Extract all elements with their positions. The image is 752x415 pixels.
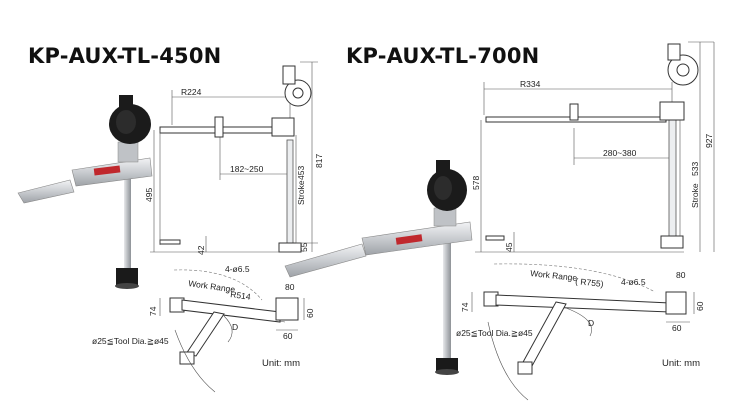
width-side-label-450n: 60 bbox=[305, 308, 315, 318]
stroke-value-700n: 533 bbox=[690, 162, 700, 176]
total-height-700n: 927 bbox=[704, 134, 714, 148]
reach-label-700n: R334 bbox=[520, 79, 541, 89]
arc-label-450n: D bbox=[232, 322, 238, 332]
stroke-label-450n: Stroke bbox=[296, 180, 306, 205]
total-height-450n: 817 bbox=[314, 154, 324, 168]
top-view-700n bbox=[471, 263, 695, 401]
bottom-offset-700n: 45 bbox=[504, 242, 514, 252]
side-view-700n bbox=[475, 41, 715, 253]
tool-dia-label-700n: ø25≦Tool Dia.≧ø45 bbox=[456, 328, 533, 338]
reach-label-450n: R224 bbox=[181, 87, 202, 97]
unit-label-450n: Unit: mm bbox=[262, 358, 300, 369]
side-view-450n bbox=[150, 61, 318, 253]
stroke-value-450n: 453 bbox=[296, 166, 306, 180]
product-title-700n: KP-AUX-TL-700N bbox=[346, 44, 540, 68]
tool-height-700n: 578 bbox=[471, 176, 481, 190]
product-photo-700n bbox=[284, 160, 473, 375]
base-height-450n: 55 bbox=[299, 242, 309, 252]
width-side-label-700n: 60 bbox=[695, 301, 705, 311]
stroke-label-700n: Stroke bbox=[690, 183, 700, 208]
tool-height-450n: 495 bbox=[144, 188, 154, 202]
work-range-label-700n: Work Range bbox=[530, 268, 578, 283]
work-range-label-450n: Work Range bbox=[188, 278, 236, 294]
unit-label-700n: Unit: mm bbox=[662, 358, 700, 369]
range-label-700n: 280~380 bbox=[603, 148, 637, 158]
square-label-450n: 80 bbox=[285, 282, 295, 292]
offset-label-700n: 74 bbox=[460, 302, 470, 312]
holes-label-700n: 4-ø6.5 bbox=[621, 277, 646, 287]
range-label-450n: 182~250 bbox=[230, 164, 264, 174]
product-title-450n: KP-AUX-TL-450N bbox=[28, 44, 222, 68]
work-range-value-450n: R514 bbox=[230, 289, 252, 302]
work-range-value-700n: ( R755) bbox=[575, 276, 604, 289]
offset-label-450n: 74 bbox=[148, 306, 158, 316]
holes-label-450n: 4-ø6.5 bbox=[225, 264, 250, 274]
arc-label-700n: D bbox=[588, 318, 594, 328]
width-label-700n: 60 bbox=[672, 323, 682, 333]
width-label-450n: 60 bbox=[283, 331, 293, 341]
square-label-700n: 80 bbox=[676, 270, 686, 280]
product-photo-450n bbox=[17, 95, 153, 289]
bottom-offset-450n: 42 bbox=[196, 245, 206, 255]
tool-dia-label-450n: ø25≦Tool Dia.≧ø45 bbox=[92, 336, 169, 346]
top-view-450n bbox=[159, 269, 305, 393]
